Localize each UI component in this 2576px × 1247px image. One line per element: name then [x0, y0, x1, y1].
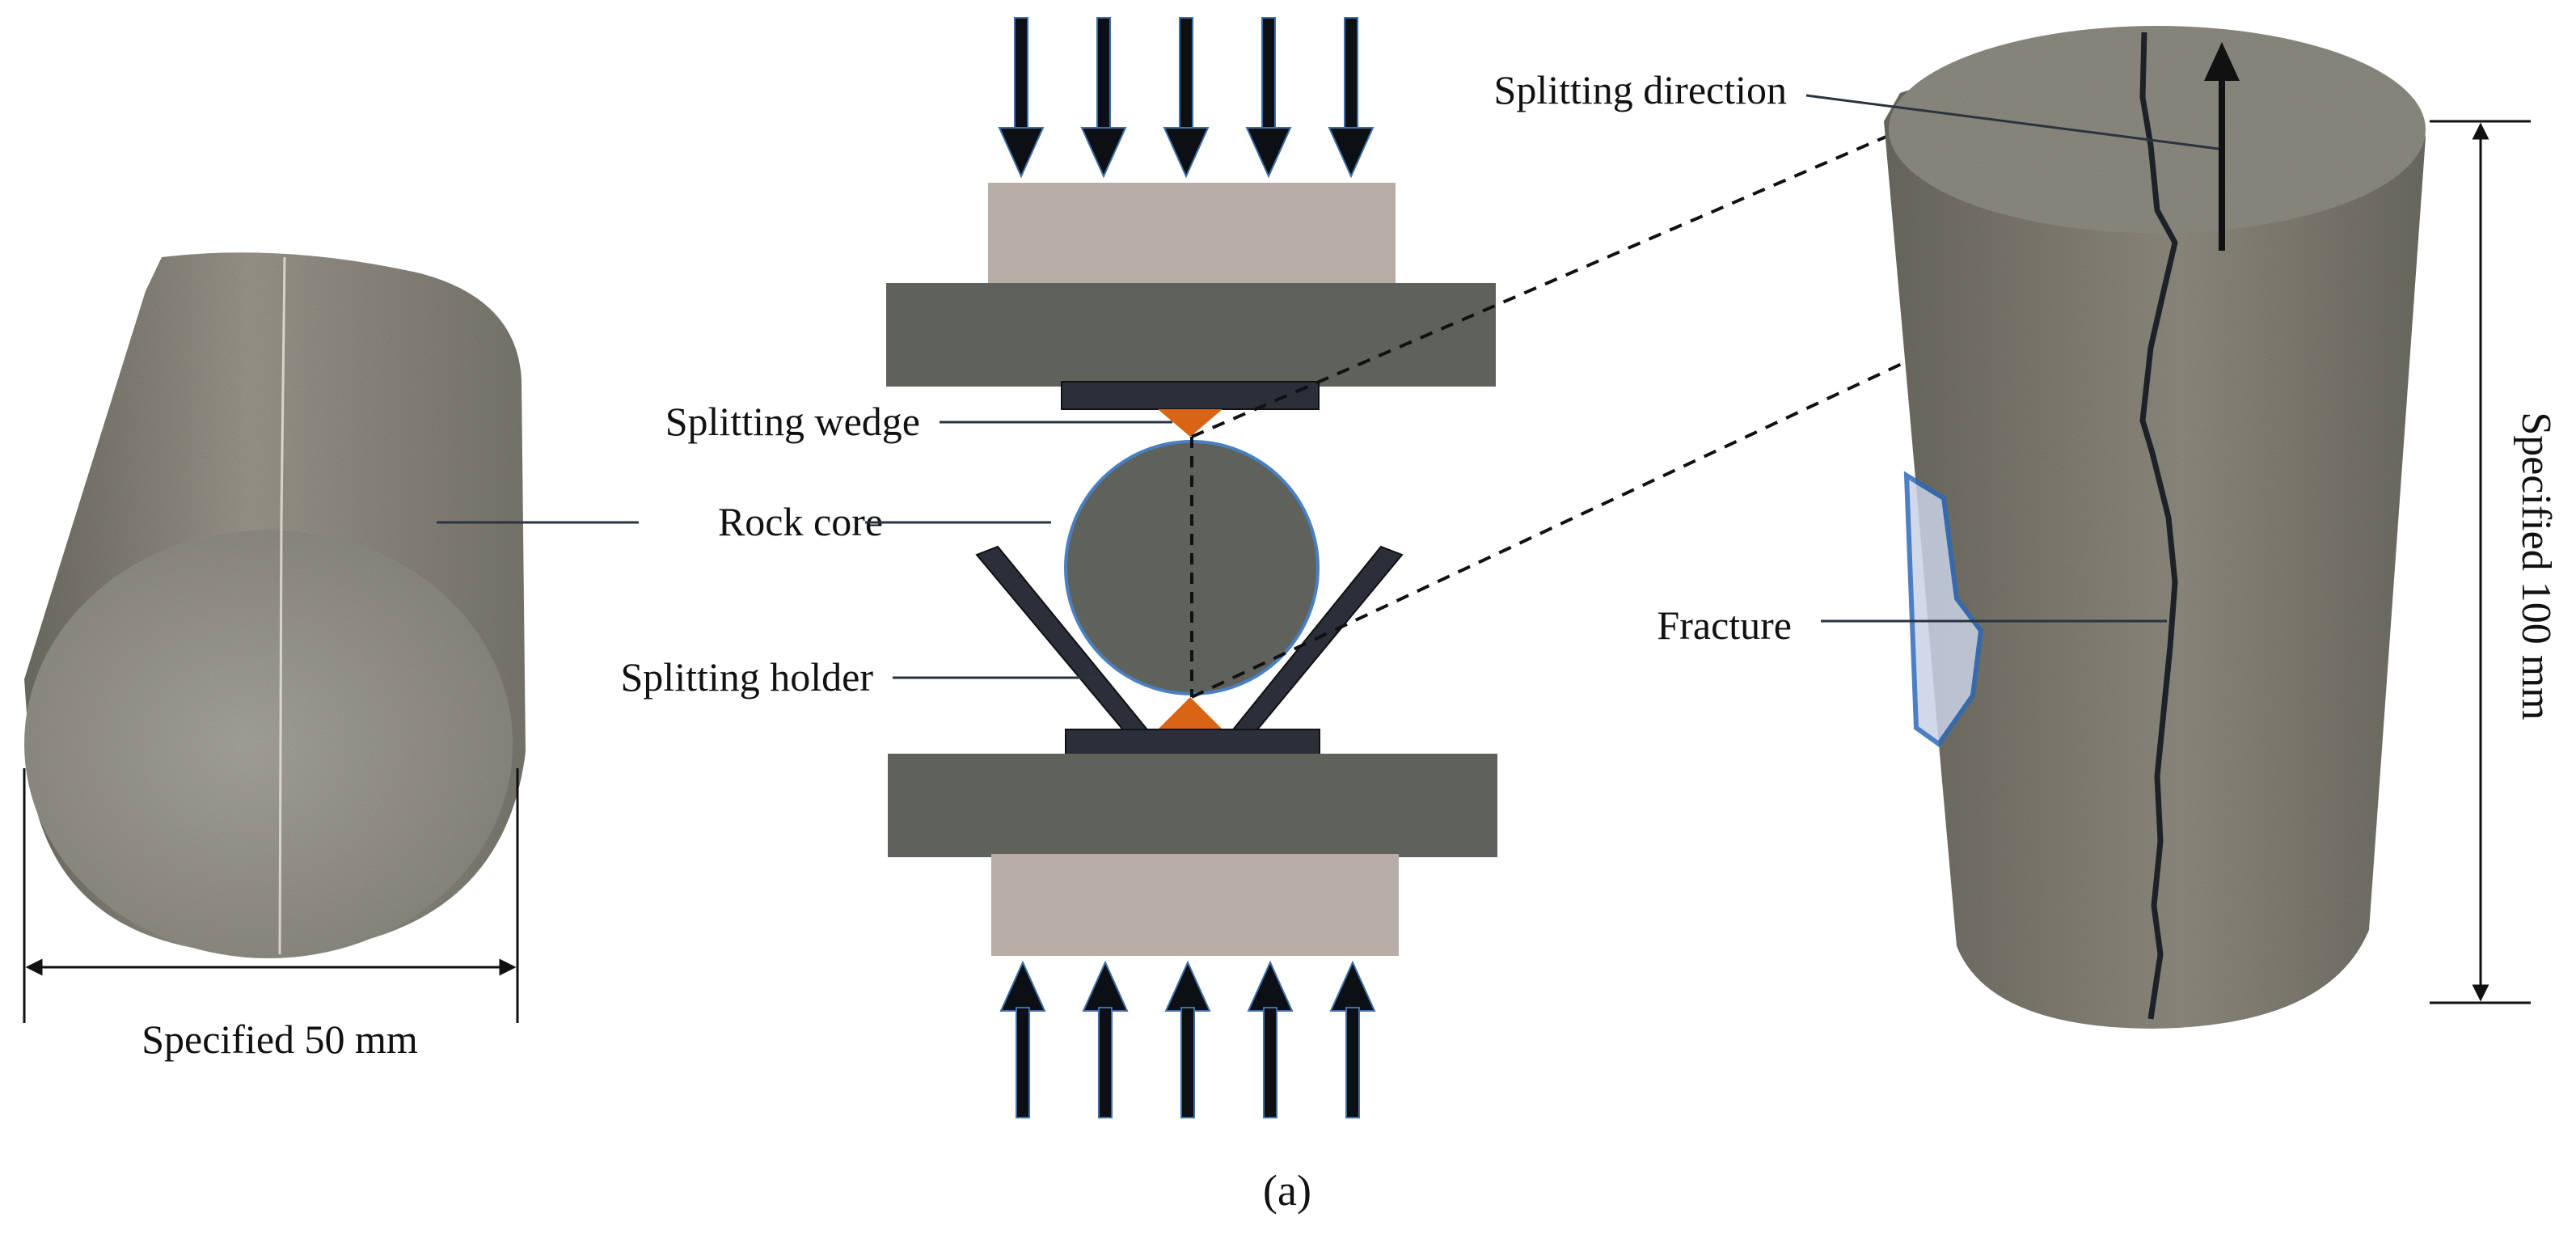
up-arrow-icon: [1082, 960, 1129, 1118]
up-arrow-icon: [1247, 960, 1294, 1118]
top-splitting-wedge: [1158, 409, 1223, 437]
bottom-loading-plate-light: [991, 854, 1399, 956]
bottom-loading-plate-dark: [888, 754, 1497, 857]
down-arrow-icon: [1328, 17, 1375, 179]
top-support-bar: [1061, 381, 1320, 410]
rock-core-label: Rock core: [718, 499, 883, 544]
fracture-label: Fracture: [1657, 602, 1792, 648]
down-arrow-icon: [1245, 17, 1292, 179]
loading-apparatus: Splitting wedge Splitting holder: [621, 17, 1497, 1118]
down-arrow-icon: [1163, 17, 1210, 179]
bottom-support-bar: [1065, 729, 1320, 758]
down-arrow-icon: [1080, 17, 1127, 179]
blue-label-remnant: [1903, 471, 1984, 748]
specified-length-label: Specified 100 mm: [2513, 412, 2559, 720]
splitting-holder-label: Splitting holder: [621, 654, 874, 700]
up-arrow-icon: [1164, 960, 1211, 1118]
left-core-marking-line: [278, 256, 286, 955]
splitting-direction-arrowhead: [2204, 42, 2240, 81]
right-rock-specimen: Splitting direction Fracture Specified 1…: [1494, 26, 2559, 1029]
fracture-crack: [2139, 32, 2178, 1020]
up-arrow-icon: [1329, 960, 1376, 1118]
down-arrow-icon: [998, 17, 1045, 179]
splitting-wedge-label: Splitting wedge: [665, 399, 920, 444]
panel-caption: (a): [1263, 1166, 1311, 1215]
specified-diameter-label: Specified 50 mm: [141, 1017, 418, 1062]
bottom-load-arrows: [999, 960, 1376, 1118]
right-cylinder-top-face: [1889, 26, 2426, 233]
right-cylinder-body: [1884, 49, 2426, 1029]
splitting-direction-label: Splitting direction: [1494, 67, 1787, 112]
left-rock-specimen: Specified 50 mm: [23, 252, 526, 1062]
up-arrow-icon: [999, 960, 1046, 1118]
left-cylinder-end-face: [24, 530, 513, 958]
top-loading-plate-light: [988, 183, 1396, 286]
top-loading-plate-dark: [886, 283, 1496, 387]
splitting-direction-leader: [1805, 94, 2219, 150]
top-load-arrows: [998, 17, 1375, 179]
bottom-splitting-wedge: [1158, 697, 1223, 729]
